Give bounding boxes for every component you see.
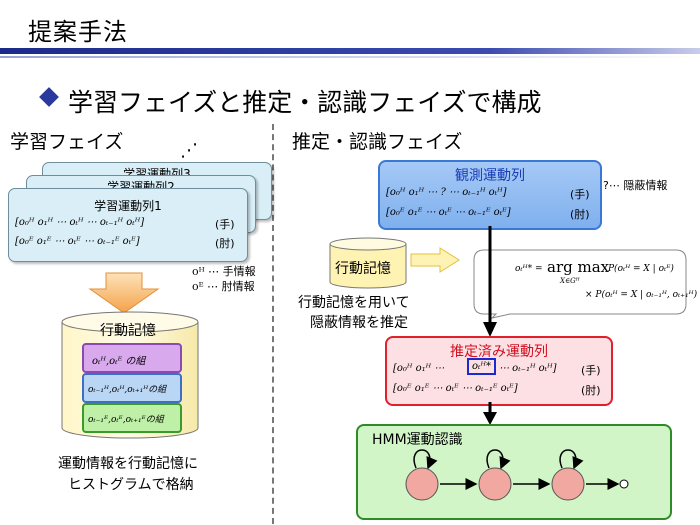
learning-card-1-title: 学習運動列1	[94, 199, 162, 213]
learning-caption-2: ヒストグラムで格納	[68, 477, 194, 493]
estimated-sequence-box: 推定済み運動列 [o₀ᴴ o₁ᴴ ⋯ oₜᴴ* ⋯ oₜ₋₁ᴴ oₜᴴ] (手)…	[385, 336, 613, 406]
estimated-elbow-row: [o₀ᴱ o₁ᴱ ⋯ oₜᴱ ⋯ oₜ₋₁ᴱ oₜᴱ]	[393, 383, 518, 394]
learning-elbow-row: [o₀ᴱ o₁ᴱ ⋯ oₜᴱ ⋯ oₜ₋₁ᴱ oₜᴱ]	[15, 236, 140, 247]
ellipsis-dots: ⋰	[180, 140, 198, 161]
subtitle: 学習フェイズと推定・認識フェイズで構成	[68, 88, 542, 117]
hmm-state-1	[405, 467, 439, 501]
observed-sequence-title: 観測運動列	[455, 168, 525, 184]
right-arrow-icon	[410, 247, 460, 273]
formula-bubble	[473, 249, 687, 319]
title-underline	[0, 48, 700, 54]
hmm-state-diagram	[405, 449, 629, 501]
formula-prob-2: × P(oₜᴴ = X | oₜ₋₁ᴴ, oₜ₊₁ᴴ)	[585, 290, 698, 300]
formula-prob-1: P(oₜᴴ = X | oₜᴱ)	[608, 264, 674, 274]
page-title: 提案手法	[28, 18, 128, 46]
inference-memory-caption-2: 隠蔽情報を推定	[310, 315, 408, 331]
hmm-end-state	[619, 479, 629, 489]
bullet-diamond-icon	[39, 87, 59, 107]
inference-heading: 推定・認識フェイズ	[292, 131, 463, 153]
arrow-down-1-icon	[483, 226, 497, 337]
phase-divider	[272, 124, 274, 524]
estimated-hand-label: (手)	[581, 364, 601, 377]
formula-argmax: arg max	[547, 258, 610, 276]
learning-elbow-label: (肘)	[215, 237, 235, 250]
learning-hand-label: (手)	[215, 218, 235, 231]
set-box-2: oₜ₋₁ᴴ,oₜᴴ,oₜ₊₁ᴴの組	[82, 373, 182, 403]
set-box-3: oₜ₋₁ᴱ,oₜᴱ,oₜ₊₁ᴱの組	[82, 403, 182, 433]
legend-hand: oᴴ ⋯ 手情報	[192, 265, 256, 278]
memory-cylinder-small	[329, 237, 407, 289]
estimated-hand-row-end: ⋯ oₜ₋₁ᴴ oₜᴴ]	[499, 363, 557, 374]
inference-memory-caption-1: 行動記憶を用いて	[298, 295, 410, 311]
estimated-hand-row-start: [o₀ᴴ o₁ᴴ ⋯	[393, 363, 445, 374]
estimated-value-highlight: oₜᴴ*	[467, 358, 496, 375]
observed-elbow-label: (肘)	[570, 208, 590, 221]
estimated-elbow-label: (肘)	[581, 384, 601, 397]
learning-caption-1: 運動情報を行動記憶に	[58, 456, 198, 472]
down-arrow-icon	[88, 272, 160, 314]
hmm-title: HMM運動認識	[372, 432, 463, 448]
arrow-down-2-icon	[483, 402, 497, 425]
set-box-1: oₜᴴ,oₜᴱ の組	[82, 343, 182, 373]
learning-heading: 学習フェイズ	[10, 131, 124, 153]
observed-hand-row: [o₀ᴴ o₁ᴴ ⋯ ? ⋯ oₜ₋₁ᴴ oₜᴴ]	[386, 187, 507, 198]
set-box-2-text: oₜ₋₁ᴴ,oₜᴴ,oₜ₊₁ᴴの組	[88, 385, 167, 395]
observed-sequence-box: 観測運動列 [o₀ᴴ o₁ᴴ ⋯ ? ⋯ oₜ₋₁ᴴ oₜᴴ] (手) [o₀ᴱ…	[378, 160, 602, 230]
observed-elbow-row: [o₀ᴱ o₁ᴱ ⋯ oₜᴱ ⋯ oₜ₋₁ᴱ oₜᴱ]	[386, 207, 511, 218]
hmm-state-2	[478, 467, 512, 501]
set-box-3-text: oₜ₋₁ᴱ,oₜᴱ,oₜ₊₁ᴱの組	[88, 415, 164, 425]
hmm-state-3	[551, 467, 585, 501]
memory-label: 行動記憶	[100, 323, 156, 339]
hmm-self-loops	[413, 449, 584, 470]
observed-hand-label: (手)	[570, 188, 590, 201]
hmm-recognition-box: HMM運動認識	[356, 424, 672, 520]
formula-subscript: X∈Gᴴ	[560, 277, 580, 285]
hidden-info-note: ?⋯ 隠蔽情報	[603, 179, 668, 192]
estimated-sequence-title: 推定済み運動列	[450, 344, 548, 360]
title-underline-light	[0, 56, 700, 58]
learning-card-1: 学習運動列1 [o₀ᴴ o₁ᴴ ⋯ oₜᴴ ⋯ oₜ₋₁ᴴ oₜᴴ] (手) […	[8, 188, 248, 262]
formula-lhs: oₜᴴ* =	[515, 264, 543, 274]
inference-memory-label: 行動記憶	[335, 261, 391, 277]
set-box-1-text: oₜᴴ,oₜᴱ の組	[92, 356, 146, 367]
learning-hand-row: [o₀ᴴ o₁ᴴ ⋯ oₜᴴ ⋯ oₜ₋₁ᴴ oₜᴴ]	[15, 217, 145, 228]
legend-elbow: oᴱ ⋯ 肘情報	[192, 280, 255, 293]
